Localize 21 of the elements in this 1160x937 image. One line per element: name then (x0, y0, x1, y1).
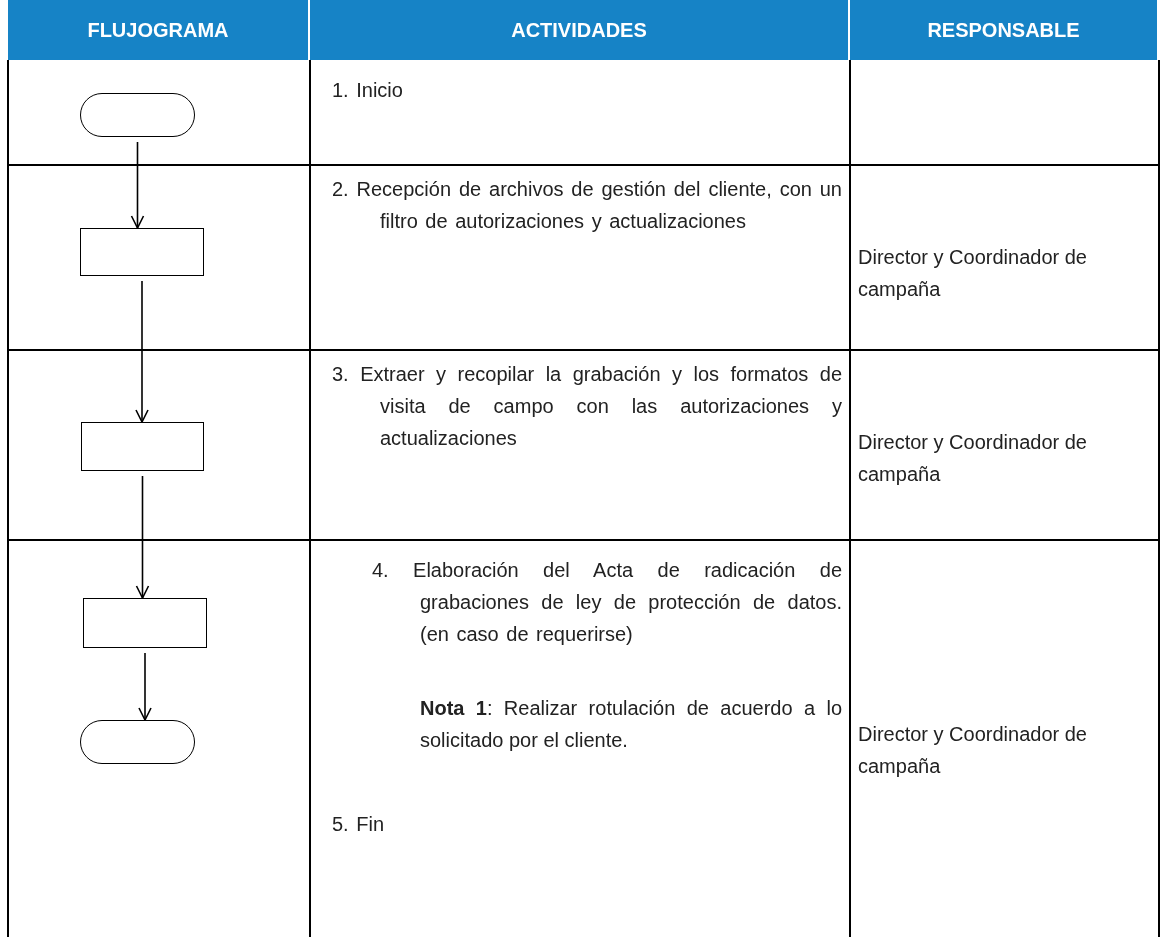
header-cell: FLUJOGRAMA (8, 0, 310, 60)
arrow (130, 141, 145, 229)
activity-text: 2. Recepción de archivos de gestión del cliente, con un filtro de autorizaciones y actualizaciones (332, 177, 842, 234)
note-text: Nota 1: Realizar rotulación de acuerdo a lo solicitado por el cliente. (420, 696, 842, 753)
activity-text: 1. Inicio (332, 78, 404, 103)
process-box (80, 228, 204, 276)
activity-text: 5. Fin (332, 812, 386, 837)
arrow (135, 475, 150, 599)
process-box (83, 598, 207, 648)
activity-text: 4. Elaboración del Acta de radicación de grabaciones de ley de protección de datos. (en caso de requerirse) (372, 558, 842, 647)
responsible-text: Director y Coordinador de campaña (858, 430, 1088, 487)
responsible-text: Director y Coordinador de campaña (858, 245, 1088, 302)
process-box (81, 422, 204, 471)
header-cell: ACTIVIDADES (310, 0, 850, 60)
activity-text: 3. Extraer y recopilar la grabación y los formatos de visita de campo con las autorizaciones y actualizaciones (332, 362, 842, 451)
header-cell: RESPONSABLE (850, 0, 1159, 60)
terminator-shape (80, 720, 195, 764)
arrow (138, 652, 152, 721)
arrow (135, 280, 149, 423)
responsible-text: Director y Coordinador de campaña (858, 722, 1088, 779)
terminator-shape (80, 93, 195, 137)
